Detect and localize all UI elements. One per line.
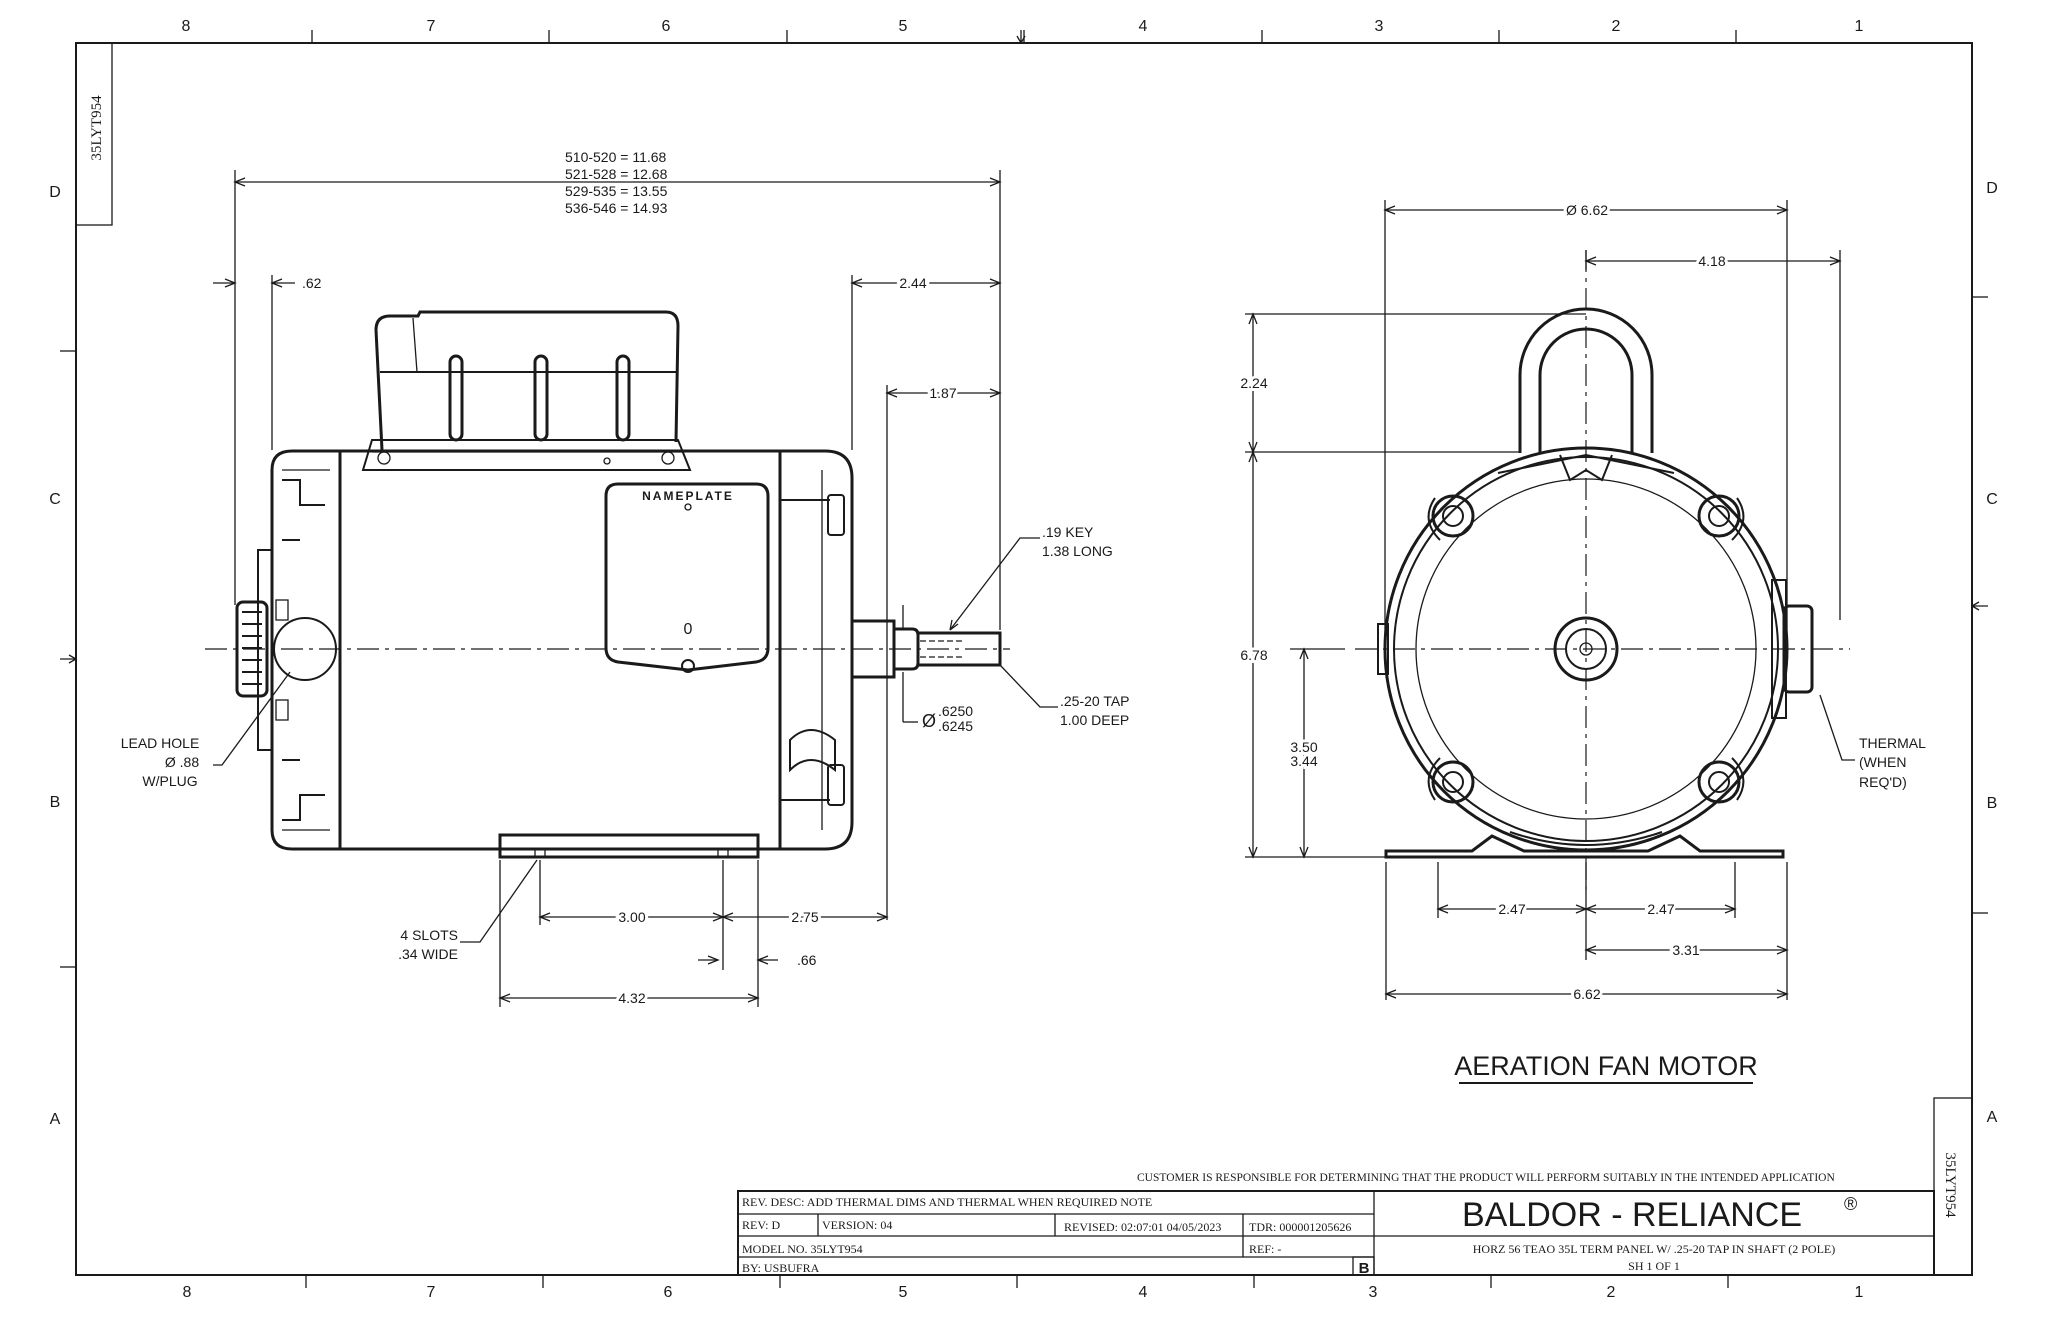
zone-top-5: 5 (899, 18, 908, 35)
zone-top-3: 3 (1375, 18, 1384, 35)
zone-top-4: 4 (1139, 18, 1148, 35)
zone-bottom-6: 6 (664, 1284, 673, 1301)
lead-hole-line-2: Ø .88 (165, 754, 199, 770)
zone-top-1: 1 (1855, 18, 1864, 35)
terminal-box (361, 310, 692, 471)
model-no: MODEL NO. 35LYT954 (742, 1242, 863, 1256)
key-note-line-1: .19 KEY (1042, 524, 1094, 540)
dim-350: 3.50 (1290, 739, 1317, 755)
zone-left-B: B (50, 794, 61, 811)
zone-bottom-5: 5 (899, 1284, 908, 1301)
drawing-id-bottom: 35LYT954 (1942, 1152, 1958, 1218)
sheet-number: SH 1 OF 1 (1628, 1259, 1680, 1273)
dim-678: 6.78 (1240, 647, 1267, 663)
lead-hole-line-1: LEAD HOLE (121, 735, 200, 751)
zone-bottom-2: 2 (1607, 1284, 1616, 1301)
dim-187: 1.87 (929, 385, 956, 401)
shaft-dia-symbol: Ø (922, 711, 936, 731)
dim-066: .66 (797, 952, 817, 968)
rev-desc: REV. DESC: ADD THERMAL DIMS AND THERMAL … (742, 1195, 1152, 1209)
end-view: Ø 6.62 4.18 2.24 6.78 3.50 3.44 THERMAL … (1237, 199, 1926, 1005)
dim-062: .62 (302, 275, 322, 291)
slots-note-line-1: 4 SLOTS (400, 927, 458, 943)
rev: REV: D (742, 1218, 780, 1232)
side-view: NAMEPLATE 0 (121, 149, 1130, 1009)
end-frame (1377, 446, 1814, 859)
version: VERSION: 04 (822, 1218, 892, 1232)
zone-bottom-8: 8 (183, 1284, 192, 1301)
disclaimer: CUSTOMER IS RESPONSIBLE FOR DETERMINING … (1137, 1172, 1835, 1184)
zone-left-A: A (50, 1111, 61, 1128)
dim-dia-662: Ø 6.62 (1566, 202, 1608, 218)
tdr: TDR: 000001205626 (1249, 1220, 1351, 1234)
zone-labels: 8 7 6 5 4 3 2 1 8 7 6 5 4 3 2 1 D C B A … (49, 18, 1998, 1301)
shaft-dia-max: .6250 (938, 703, 973, 719)
dim-662-base: 6.62 (1573, 986, 1600, 1002)
motor-body (235, 449, 854, 851)
side-labels: 510-520 = 11.68 521-528 = 12.68 529-535 … (121, 149, 1130, 1009)
tap-note-line-2: 1.00 DEEP (1060, 712, 1129, 728)
nameplate-mark: 0 (684, 621, 693, 638)
shaft-dia-min: .6245 (938, 718, 973, 734)
dim-247-left: 2.47 (1498, 901, 1525, 917)
zone-top-2: 2 (1612, 18, 1621, 35)
zone-right-B: B (1987, 795, 1998, 812)
slots-note-line-2: .34 WIDE (398, 946, 458, 962)
revised: REVISED: 02:07:01 04/05/2023 (1064, 1220, 1221, 1234)
drawing-id-box-bottom: 35LYT954 (1933, 1097, 1973, 1276)
dim-344: 3.44 (1290, 753, 1317, 769)
length-table-row-4: 536-546 = 14.93 (565, 200, 668, 216)
sheet-border (60, 30, 1988, 1288)
drawing-id-top: 35LYT954 (89, 95, 105, 161)
dim-432: 4.32 (618, 990, 645, 1006)
nameplate-label: NAMEPLATE (642, 489, 734, 503)
dim-418: 4.18 (1698, 253, 1725, 269)
zone-bottom-3: 3 (1369, 1284, 1378, 1301)
dim-247-right: 2.47 (1647, 901, 1674, 917)
end-labels: Ø 6.62 4.18 2.24 6.78 3.50 3.44 THERMAL … (1237, 199, 1926, 1005)
zone-bottom-7: 7 (427, 1284, 436, 1301)
zone-left-C: C (49, 491, 61, 508)
motor-shaft (850, 619, 1002, 679)
zone-left-D: D (49, 184, 61, 201)
dim-331: 3.31 (1672, 942, 1699, 958)
length-table-row-2: 521-528 = 12.68 (565, 166, 668, 182)
dim-300: 3.00 (618, 909, 645, 925)
length-table-row-1: 510-520 = 11.68 (565, 149, 667, 165)
sheet-size: B (1359, 1260, 1370, 1277)
drawn-by: BY: USBUFRA (742, 1261, 820, 1275)
ref: REF: - (1249, 1242, 1281, 1256)
drawing-title-text: AERATION FAN MOTOR (1454, 1051, 1758, 1081)
title-block: CUSTOMER IS RESPONSIBLE FOR DETERMINING … (737, 1172, 1935, 1277)
zone-bottom-1: 1 (1855, 1284, 1864, 1301)
lifting-handle (1518, 307, 1654, 453)
nameplate: NAMEPLATE 0 (604, 482, 770, 673)
thermal-note-line-2: (WHEN (1859, 754, 1906, 770)
brand-name: BALDOR - RELIANCE (1462, 1196, 1802, 1234)
tap-note-line-1: .25-20 TAP (1060, 693, 1130, 709)
brand-registered-mark: ® (1844, 1194, 1857, 1214)
zone-top-8: 8 (182, 18, 191, 35)
zone-right-D: D (1986, 180, 1998, 197)
thermal-note-line-1: THERMAL (1859, 735, 1926, 751)
key-note-line-2: 1.38 LONG (1042, 543, 1113, 559)
zone-right-C: C (1986, 491, 1998, 508)
thermal-note-line-3: REQ'D) (1859, 774, 1907, 790)
zone-top-7: 7 (427, 18, 436, 35)
dim-275: 2.75 (791, 909, 818, 925)
lead-hole-line-3: W/PLUG (142, 773, 197, 789)
zone-top-6: 6 (662, 18, 671, 35)
dim-244: 2.44 (899, 275, 926, 291)
mounting-base (498, 833, 760, 859)
side-dimensions (213, 170, 1058, 1007)
length-table-row-3: 529-535 = 13.55 (565, 183, 668, 199)
drawing-id-box-top: 35LYT954 (75, 42, 113, 226)
drawing-title: AERATION FAN MOTOR (1454, 1051, 1758, 1084)
end-dimensions (1245, 200, 1855, 1000)
description: HORZ 56 TEAO 35L TERM PANEL W/ .25-20 TA… (1473, 1242, 1836, 1256)
dim-224: 2.24 (1240, 375, 1267, 391)
zone-right-A: A (1987, 1109, 1998, 1126)
zone-bottom-4: 4 (1139, 1284, 1148, 1301)
